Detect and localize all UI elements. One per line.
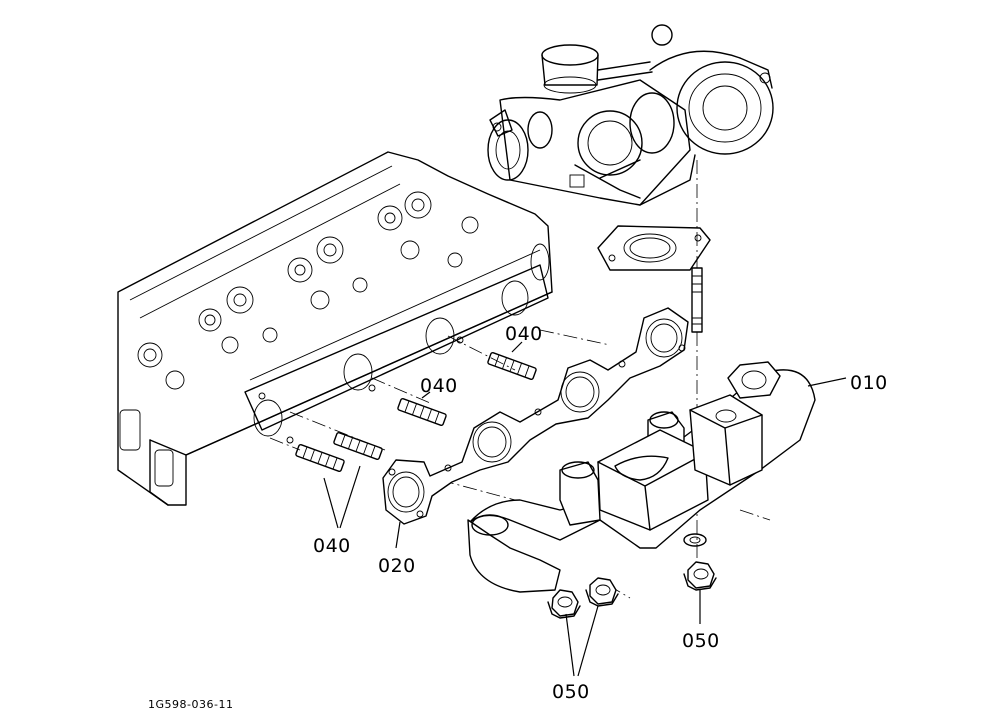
valve-bosses	[137, 191, 479, 390]
turbo-stud	[691, 267, 703, 333]
drawing-code: 1G598-036-11	[148, 698, 233, 711]
manifold-gasket	[382, 307, 689, 525]
flange-nuts	[547, 561, 717, 619]
label-050-lower: 050	[552, 681, 590, 703]
cylinder-head	[117, 151, 553, 506]
label-050-right: 050	[682, 630, 720, 652]
label-010: 010	[850, 372, 888, 394]
label-040-middle: 040	[420, 375, 458, 397]
label-020: 020	[378, 555, 416, 577]
leader-lines	[323, 341, 847, 677]
label-040-upper: 040	[505, 323, 543, 345]
turbo-gasket	[597, 225, 711, 271]
exhaust-port-face	[244, 264, 549, 444]
label-040-lower: 040	[313, 535, 351, 557]
exhaust-manifold	[467, 361, 816, 593]
stud-bolts	[295, 352, 537, 472]
part-labels: 010 020 040 040 040 050 050 1G598-036-11	[148, 323, 888, 711]
turbocharger	[487, 24, 774, 206]
